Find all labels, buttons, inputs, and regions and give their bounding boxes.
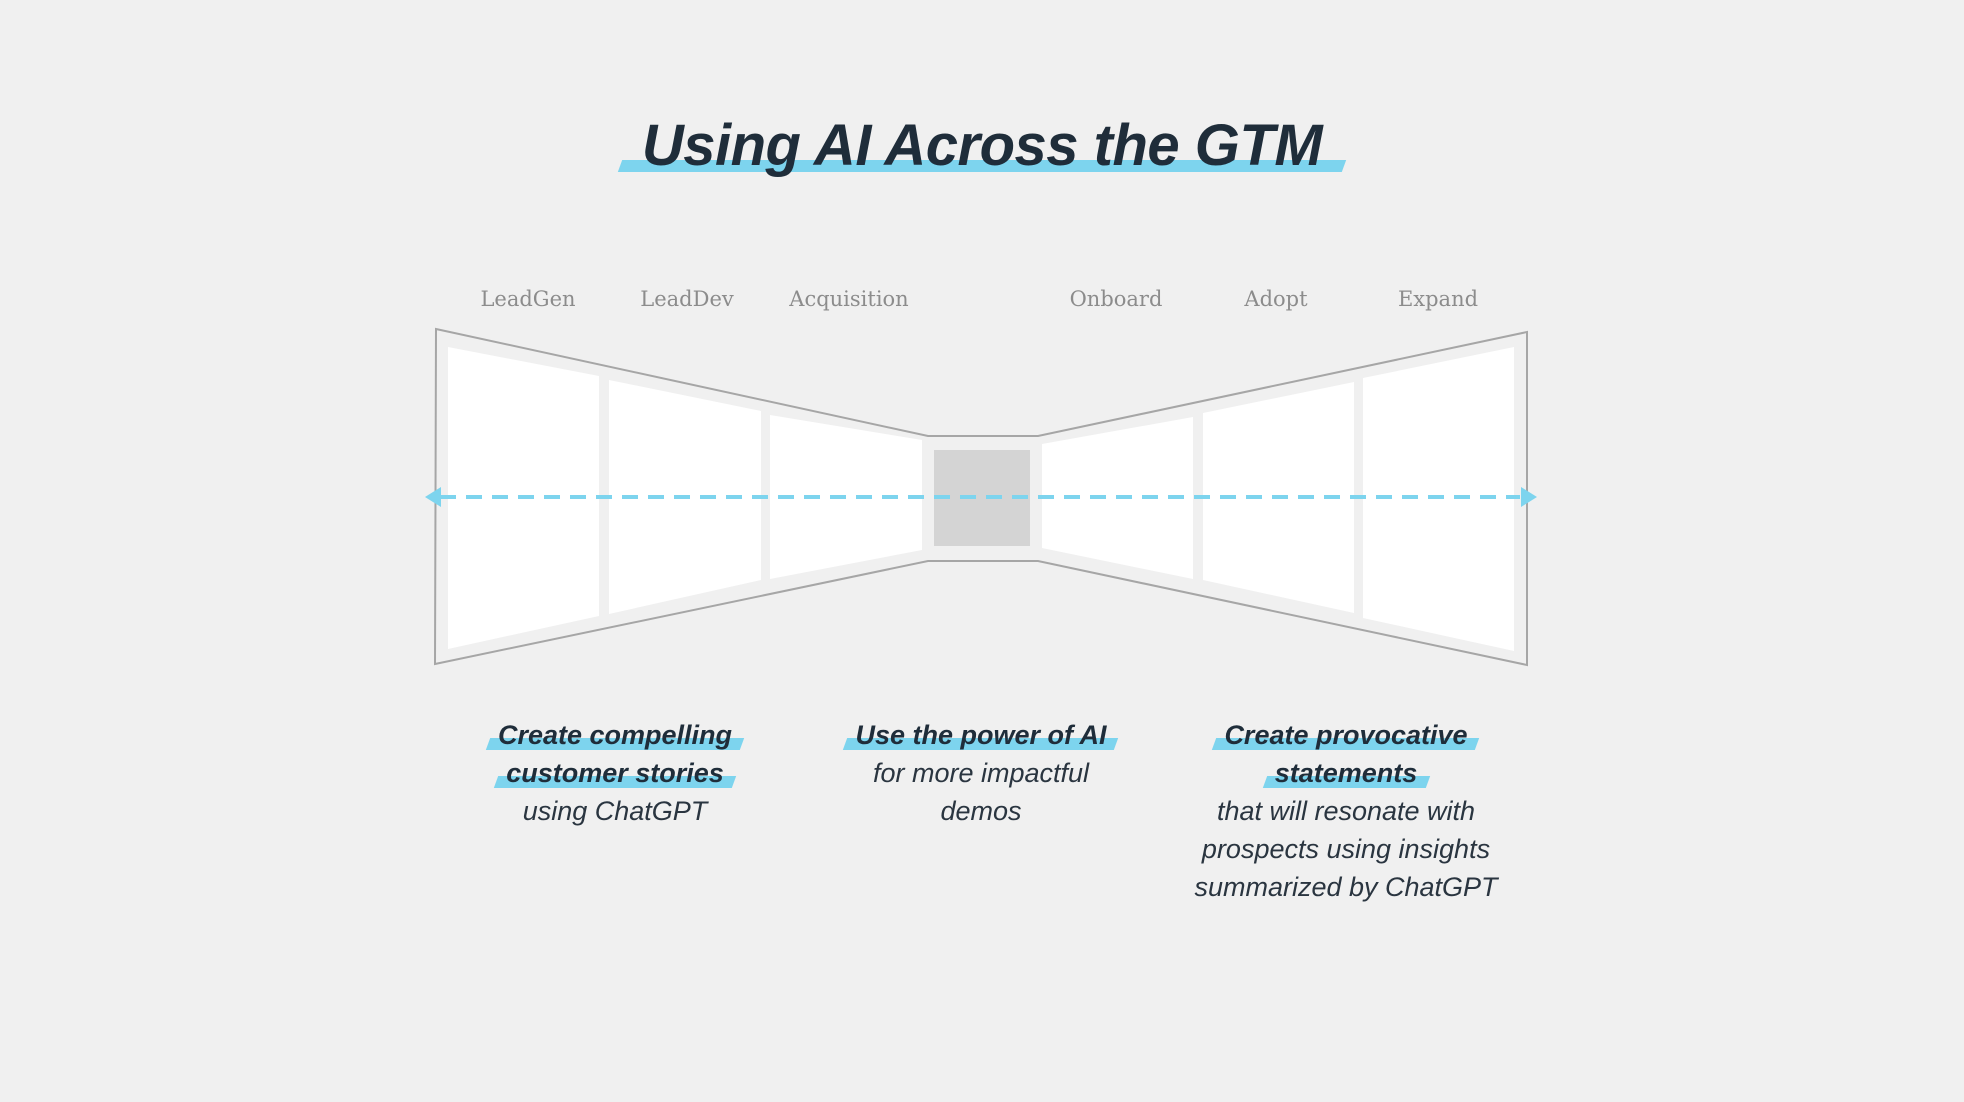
- caption-stories-text-1: using ChatGPT: [522, 796, 708, 826]
- stage-label-expand: Expand: [1397, 287, 1479, 311]
- caption-statements: Create provocative statements that will …: [1186, 716, 1506, 906]
- stage-label-leaddev: LeadDev: [640, 287, 734, 311]
- caption-statements-text-1: that will resonate with: [1216, 796, 1476, 826]
- title-wrap: Using AI Across the GTM: [0, 112, 1964, 179]
- stage-label-acquisition: Acquisition: [789, 287, 909, 311]
- stage-label-onboard: Onboard: [1069, 287, 1163, 311]
- caption-statements-highlight-1: Create provocative: [1214, 716, 1477, 754]
- stage-label-adopt: Adopt: [1244, 287, 1308, 311]
- caption-statements-highlight-2: statements: [1265, 754, 1428, 792]
- caption-demos-text-2: demos: [940, 796, 1022, 826]
- caption-statements-text-2: prospects using insights: [1201, 834, 1491, 864]
- caption-stories-highlight-1: Create compelling: [488, 716, 742, 754]
- caption-statements-text-3: summarized by ChatGPT: [1194, 872, 1498, 902]
- caption-demos: Use the power of AI for more impactful d…: [821, 716, 1141, 830]
- caption-demos-text-1: for more impactful: [872, 758, 1090, 788]
- caption-demos-highlight-1: Use the power of AI: [845, 716, 1116, 754]
- caption-stories: Create compelling customer stories using…: [455, 716, 775, 830]
- arrow-left-icon: [425, 487, 441, 507]
- stage-label-leadgen: LeadGen: [480, 287, 576, 311]
- caption-stories-highlight-2: customer stories: [496, 754, 734, 792]
- arrow-right-icon: [1521, 487, 1537, 507]
- page-title: Using AI Across the GTM: [620, 112, 1344, 179]
